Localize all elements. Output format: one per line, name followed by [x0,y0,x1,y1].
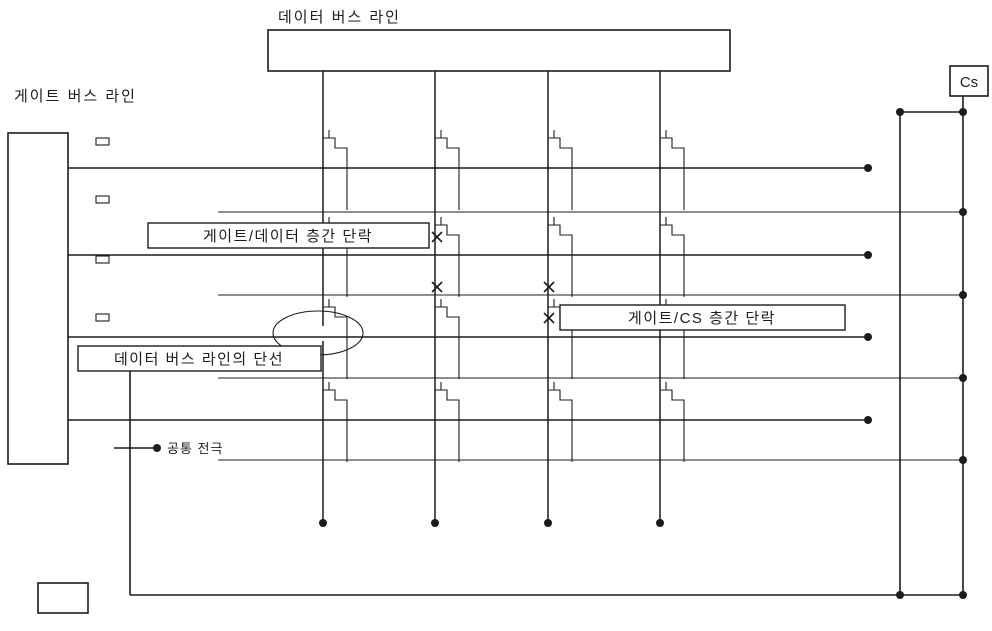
callout-gate-cs-short: 게이트/CS 층간 단락 [559,304,846,331]
gate-pads [95,137,110,322]
junction-dots [153,108,967,599]
bus-junction-dot [959,374,967,382]
gate-driver-block [7,132,69,465]
gate-cs-short-label: 게이트/CS 층간 단락 [628,310,776,327]
gate-end-dot [864,333,872,341]
gate-lines [68,167,868,421]
gate-end-dot [864,251,872,259]
data-bus-line-label: 데이터 버스 라인 [278,9,401,26]
gate-pad [95,313,110,322]
bottom-left-box [37,582,89,614]
short-marker-gate-cs [543,312,555,324]
common-electrode-label: 공통 전극 [167,441,223,456]
pixel-cells [322,129,685,463]
data-bus-bar [267,29,731,72]
callout-box [559,304,846,331]
bus-junction-dot [959,291,967,299]
callout-box [77,345,322,372]
callout-box [147,222,430,249]
data-end-dot [319,519,327,527]
cs-terminal-box [949,65,989,97]
cs-lines [218,211,963,461]
cs-bus-lines [114,96,964,596]
common-electrode-dot [153,444,161,452]
short-marker-gate-data [431,231,443,243]
gate-end-dot [864,164,872,172]
data-end-dot [431,519,439,527]
bus-junction-dot [959,208,967,216]
bus-junction-dot [959,456,967,464]
gate-pad [95,195,110,204]
bus-junction-dot [896,108,904,116]
callout-gate-data-short: 게이트/데이터 층간 단락 [147,222,430,249]
data-line-break-label: 데이터 버스 라인의 단선 [114,351,284,368]
gate-pad [95,137,110,146]
bus-junction-dot [959,591,967,599]
callout-data-line-break: 데이터 버스 라인의 단선 [77,345,322,372]
data-lines [322,71,661,523]
short-markers [431,231,555,324]
short-marker [543,281,555,293]
gate-data-short-label: 게이트/데이터 층간 단락 [203,228,373,245]
gate-pad [95,255,110,264]
short-marker [431,281,443,293]
data-end-dot [544,519,552,527]
gate-bus-line-label: 게이트 버스 라인 [14,88,137,105]
data-end-dot [656,519,664,527]
bus-junction-dot [896,591,904,599]
cs-label: Cs [960,74,978,91]
gate-end-dot [864,416,872,424]
bus-junction-dot [959,108,967,116]
